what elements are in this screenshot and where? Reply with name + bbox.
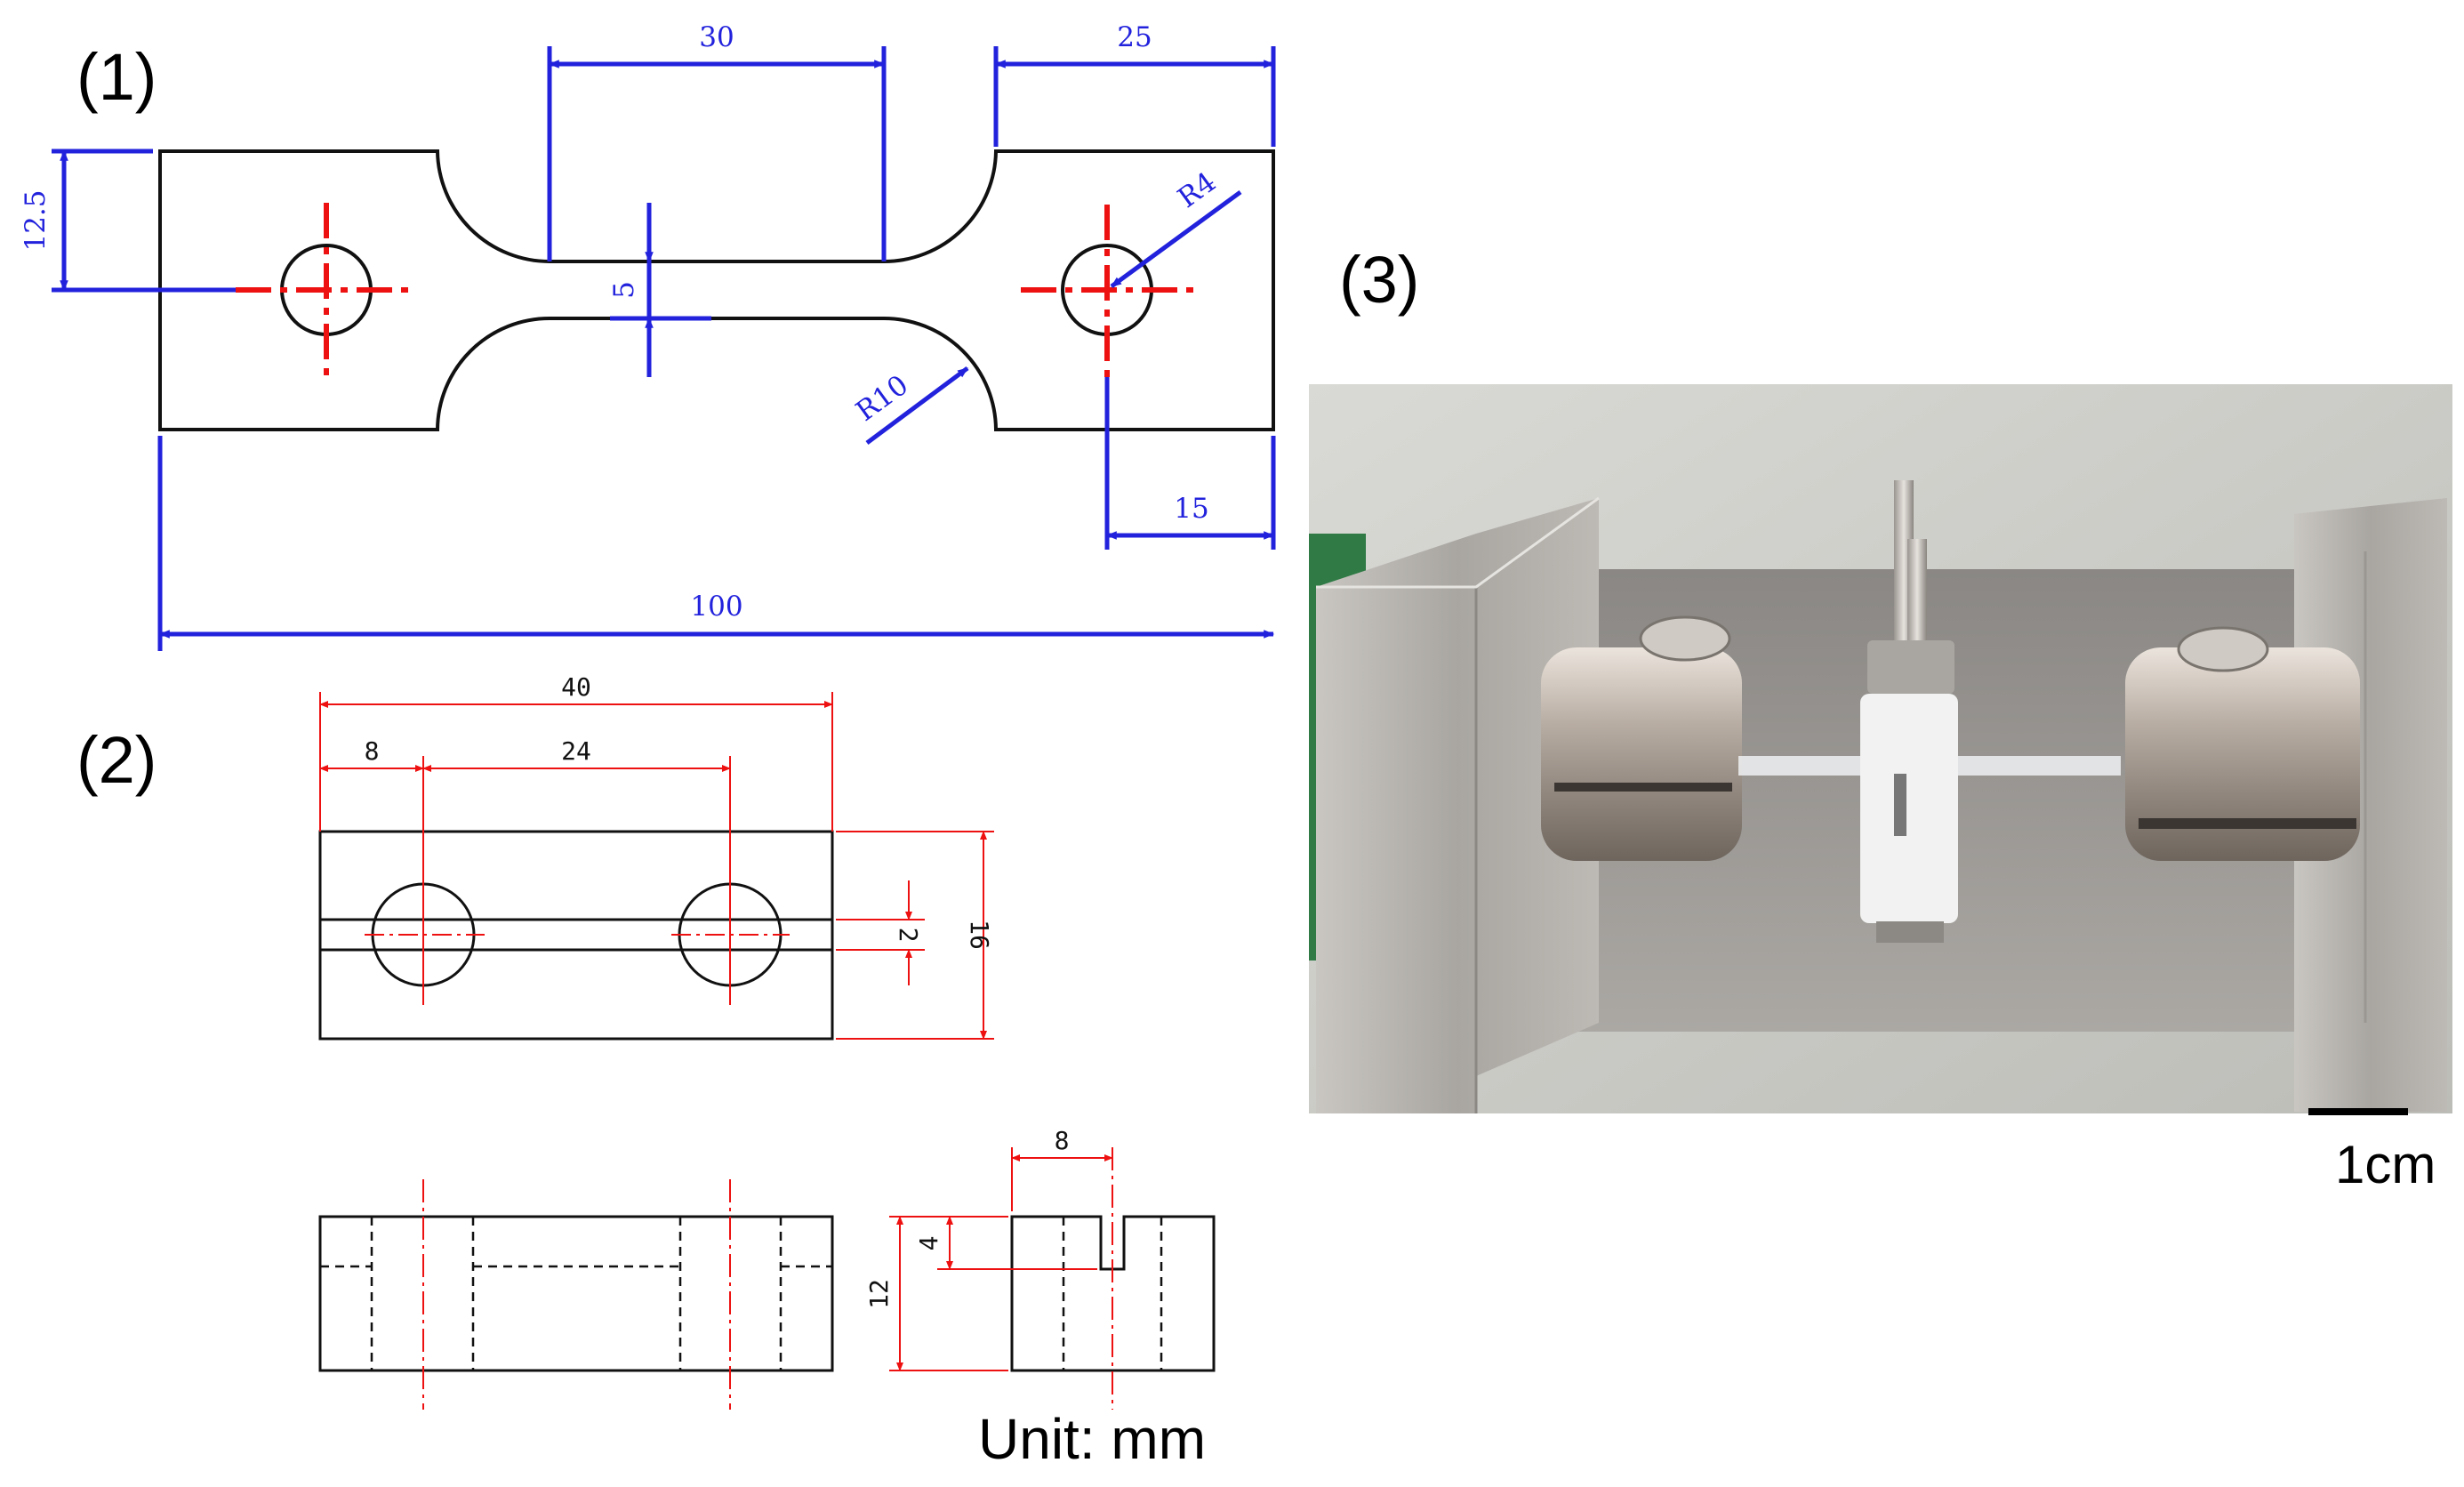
panel-3: (3)	[1309, 243, 2452, 1194]
dim-top-width: 30	[699, 21, 734, 53]
hole-centerlines	[236, 203, 1196, 377]
dim-hole-offset: 15	[1174, 493, 1208, 525]
dim-slot-width-2: 2	[894, 928, 923, 943]
dim-total-length: 100	[690, 591, 742, 623]
clamp-front-view	[318, 1215, 834, 1372]
dim-slot-depth-4: 4	[914, 1236, 943, 1251]
front-view-centerlines	[422, 1179, 731, 1410]
dim-side-width-8: 8	[1055, 1126, 1070, 1155]
dim-height-16: 16	[965, 920, 994, 950]
panel-2-side-dimensions	[889, 1147, 1113, 1410]
panel-1: (1)	[20, 21, 1276, 651]
dim-gauge-width: 5	[608, 281, 640, 299]
scale-bar-label: 1cm	[2335, 1135, 2436, 1194]
fixture-photo	[1309, 384, 2452, 1113]
dim-grip-length: 25	[1117, 21, 1152, 53]
dim-half-height: 12.5	[20, 189, 52, 251]
dim-fillet-radius: R10	[850, 369, 914, 428]
panel-2-label: (2)	[76, 723, 157, 797]
panel-3-label: (3)	[1339, 243, 1419, 317]
dim-hole-spacing-24: 24	[561, 736, 591, 766]
panel-2: (2) 40 8	[76, 672, 1216, 1471]
panel-1-dimensions	[52, 46, 1276, 651]
clamp-side-view	[1010, 1215, 1216, 1372]
panel-1-label: (1)	[76, 40, 157, 114]
dim-thickness-12: 12	[864, 1279, 894, 1309]
dim-hole-radius: R4	[1172, 166, 1222, 214]
dogbone-specimen-outline	[158, 149, 1275, 431]
dim-hole-offset-8: 8	[365, 736, 380, 766]
panel-2-top-dimensions	[319, 692, 994, 1040]
dim-total-width-40: 40	[561, 672, 591, 702]
unit-label: Unit: mm	[978, 1407, 1206, 1471]
